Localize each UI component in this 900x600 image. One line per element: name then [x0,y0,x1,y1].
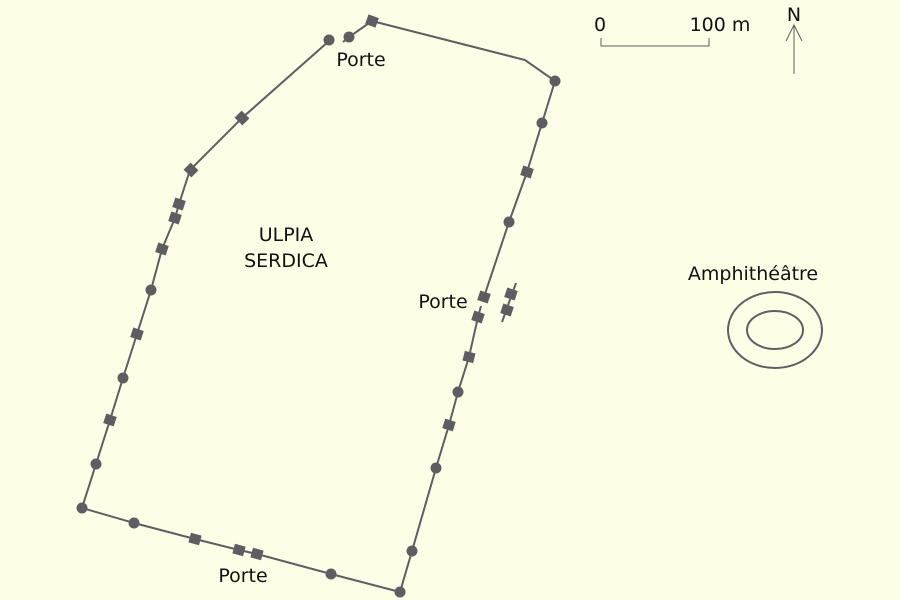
round-tower [76,502,88,514]
round-tower [406,545,418,557]
round-tower [503,216,515,228]
round-tower [128,517,140,529]
square-tower [103,413,117,427]
scale-start: 0 [594,14,606,36]
city-label: ULPIA [259,224,314,246]
square-tower [520,165,534,179]
round-tower [117,372,129,384]
wall-main [80,40,482,594]
round-tower [325,568,337,580]
square-tower [504,287,518,301]
square-tower [477,290,491,304]
wall-towers [76,14,561,598]
round-tower [145,284,157,296]
amphitheatre [727,291,823,369]
round-tower [452,386,464,398]
gate-label-north: Porte [336,49,385,71]
amphitheatre-arena [746,310,804,350]
round-tower [430,462,442,474]
round-tower [343,31,355,43]
scale-bar-line [600,38,710,47]
scale-bar: 0 100 m [594,14,751,47]
city-label: SERDICA [244,250,328,272]
round-tower [394,586,406,598]
square-tower [130,327,144,341]
city-walls [80,19,557,594]
square-tower [250,547,264,561]
outer-gate-wall [501,282,517,323]
square-tower [365,14,379,28]
square-tower [168,211,182,225]
square-tower [172,197,186,211]
round-tower [549,75,561,87]
square-tower [232,543,246,557]
amphitheatre-outer [727,291,823,369]
round-tower [90,458,102,470]
north-label: N [787,4,801,26]
square-tower [234,110,250,126]
scale-end: 100 m [690,14,751,36]
square-tower [155,242,169,256]
square-tower [183,162,199,178]
square-tower [462,350,476,364]
north-arrow-icon: N [785,4,803,74]
gate-label-east: Porte [418,291,467,313]
amphitheatre-label: Amphithéâtre [688,263,818,285]
square-tower [188,532,202,546]
round-tower [323,34,335,46]
wall-north-east [342,19,557,298]
gate-label-south: Porte [218,565,267,587]
square-tower [442,418,456,432]
square-tower [471,310,485,324]
round-tower [536,117,548,129]
square-tower [500,303,514,317]
